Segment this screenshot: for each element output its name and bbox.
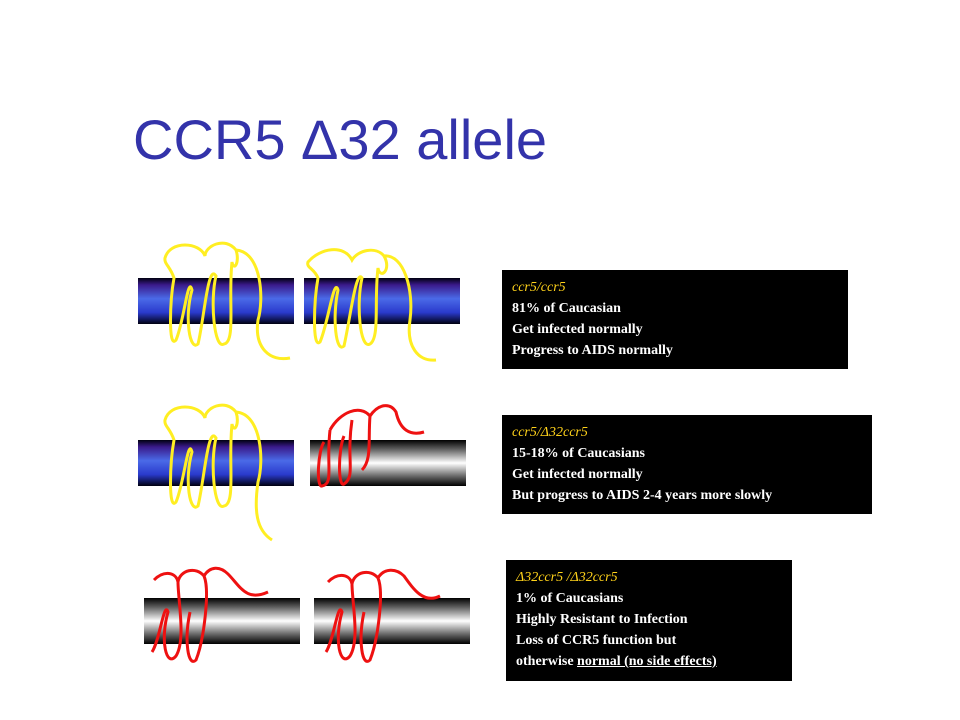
info-line: Get infected normally: [512, 467, 643, 482]
genotype-label: ccr5/Δ32ccr5: [512, 425, 588, 440]
info-line: 81% of Caucasian: [512, 301, 621, 316]
membrane-mutant: [310, 440, 466, 486]
info-line-prefix: otherwise: [516, 654, 578, 669]
info-line: 1% of Caucasians: [516, 591, 624, 606]
info-line-underlined: normal (no side effects): [577, 654, 717, 669]
info-box-homozygous-normal: ccr5/ccr5 81% of Caucasian Get infected …: [502, 270, 848, 369]
receptor-mutant: [150, 566, 269, 663]
genotype-label: Δ32ccr5 /Δ32ccr5: [516, 570, 618, 585]
info-line-last: otherwise normal (no side effects): [516, 651, 782, 672]
info-line: Progress to AIDS normally: [512, 343, 673, 358]
receptor-normal: [306, 248, 437, 362]
receptor-mutant: [324, 568, 441, 663]
info-line: Highly Resistant to Infection: [516, 612, 688, 627]
info-box-homozygous-delta32: Δ32ccr5 /Δ32ccr5 1% of Caucasians Highly…: [506, 560, 792, 681]
membrane-normal: [138, 278, 294, 324]
info-box-heterozygous: ccr5/Δ32ccr5 15-18% of Caucasians Get in…: [502, 415, 872, 514]
receptor-mutant: [316, 404, 425, 488]
info-line: But progress to AIDS 2-4 years more slow…: [512, 488, 773, 503]
membrane-mutant: [144, 598, 300, 644]
receptor-normal: [163, 241, 291, 361]
info-line: 15-18% of Caucasians: [512, 446, 646, 461]
membrane-normal: [138, 440, 294, 486]
info-line: Loss of CCR5 function but: [516, 633, 677, 648]
genotype-label: ccr5/ccr5: [512, 280, 566, 295]
slide-title: CCR5 Δ32 allele: [133, 108, 548, 171]
receptor-normal: [163, 403, 273, 542]
info-line: Get infected normally: [512, 322, 643, 337]
